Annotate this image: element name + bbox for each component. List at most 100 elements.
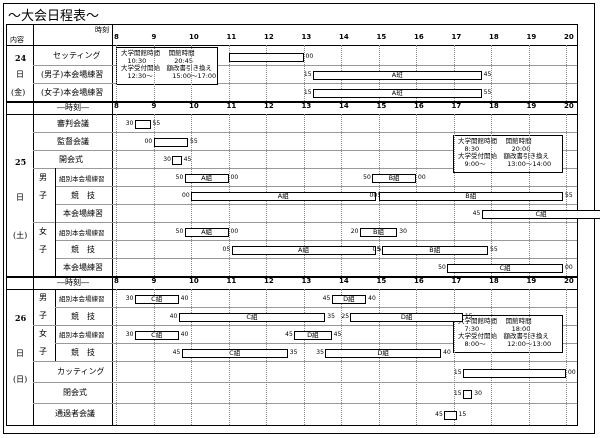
hour-gridline <box>453 289 455 425</box>
bar-start-time: 50 <box>175 174 184 181</box>
male-25: 男 <box>39 173 47 182</box>
hour-label-12: 12 <box>264 277 274 285</box>
note-day24: 大学開館時間 開館時間 10:30 20:45 大学受付開始 額改書引き換え 1… <box>116 47 218 85</box>
bar-end-time: 45 <box>483 71 492 78</box>
hour-label-19: 19 <box>526 102 537 110</box>
hour-label-13: 13 <box>301 33 312 41</box>
day24-number: 24 <box>15 53 27 63</box>
schedule-bar: A組 <box>191 192 376 201</box>
hour-label-9: 9 <box>151 102 157 110</box>
schedule-bar: C組 <box>178 313 326 322</box>
bar-start-time: 05 <box>372 246 381 253</box>
row26-passers: 通過者会議 <box>55 409 95 418</box>
hour-label-14: 14 <box>339 33 349 41</box>
bar-start-time: 30 <box>125 331 134 338</box>
bar-end-time: 00 <box>230 174 239 181</box>
hour-label-10: 10 <box>189 33 199 41</box>
hour-gridline <box>191 45 192 101</box>
hour-gridline <box>566 114 567 276</box>
hour-gridline <box>228 45 230 101</box>
bar-start-time: 45 <box>435 411 443 418</box>
hour-label-15: 15 <box>376 102 387 110</box>
bar-end-time: 00 <box>305 53 314 60</box>
hour-label-11: 11 <box>226 102 237 110</box>
hour-gridline <box>116 289 117 425</box>
hour-gridline <box>528 45 530 101</box>
bar-start-time: 50 <box>438 264 446 271</box>
schedule-bar: C組 <box>134 331 179 340</box>
bar-end-time: 35 <box>289 349 298 356</box>
hour-label-11: 11 <box>226 277 237 285</box>
child-25b: 子 <box>39 245 47 254</box>
row25-m-venue: 本会場練習 <box>63 209 103 218</box>
hour-label-14: 14 <box>339 102 349 110</box>
bar-start-time: 45 <box>472 210 481 217</box>
schedule-bar: A組 <box>184 228 229 237</box>
child-26a: 子 <box>39 311 47 320</box>
schedule-bar: C組 <box>181 349 288 358</box>
schedule-bar: A組 <box>231 246 376 255</box>
hour-gridline <box>566 45 567 101</box>
bar-start-time: 45 <box>285 331 293 338</box>
hour-label-20: 20 <box>564 102 574 110</box>
bar-end-time: 00 <box>230 228 239 235</box>
hour-label-9: 9 <box>151 33 157 41</box>
hour-gridline <box>153 114 155 276</box>
schedule-bar: D組 <box>331 295 367 304</box>
hour-label-8: 8 <box>114 277 119 285</box>
schedule-bar <box>228 53 304 62</box>
hour-label-11: 11 <box>226 33 237 41</box>
hour-label-12: 12 <box>264 33 274 41</box>
bar-end-time: 55 <box>152 120 161 127</box>
bar-end-time: 30 <box>474 390 482 397</box>
schedule-grid: 時刻 内容 24 日 (金) セッティング (男子)本会場練習 (女子)本会場練… <box>6 24 600 426</box>
bar-start-time: 25 <box>341 313 350 320</box>
bar-end-time: 55 <box>190 138 198 145</box>
bar-start-time: 30 <box>163 156 171 163</box>
bar-start-time: 15 <box>303 89 312 96</box>
bar-start-time: 35 <box>316 349 324 356</box>
row24-men: (男子)本会場練習 <box>41 70 104 79</box>
hour-gridline <box>491 45 492 101</box>
row24-setting: セッティング <box>53 51 101 60</box>
schedule-bar: B組 <box>378 192 563 201</box>
bar-end-time: 45 <box>183 156 192 163</box>
hour-label-20: 20 <box>564 33 574 41</box>
day25-char: 日 <box>16 193 24 202</box>
bar-end-time: 40 <box>180 331 189 338</box>
row25-opening: 開会式 <box>59 155 83 164</box>
hour-label-10: 10 <box>189 277 199 285</box>
schedule-bar <box>444 411 457 420</box>
child-25a: 子 <box>39 191 47 200</box>
bar-start-time: 20 <box>350 228 359 235</box>
bar-end-time: 55 <box>490 246 498 253</box>
schedule-bar: D組 <box>294 331 332 340</box>
row24-women: (女子)本会場練習 <box>41 88 104 97</box>
hour-label-10: 10 <box>189 102 199 110</box>
row25-f-venue: 本会場練習 <box>63 263 103 272</box>
row25-m-group: 組別本会場練習 <box>59 175 105 183</box>
hour-label-15: 15 <box>376 277 387 285</box>
schedule-bar: D組 <box>350 313 463 322</box>
row26-m-group: 組別本会場練習 <box>59 295 105 303</box>
note-day25: 大学開館時間 開館時間 8:30 20:00 大学受付開始 額改書引き換え 9:… <box>453 135 563 173</box>
schedule-bar: C組 <box>481 210 600 219</box>
bar-start-time: 00 <box>144 138 153 145</box>
schedule-bar <box>462 369 566 378</box>
hour-label-14: 14 <box>339 277 349 285</box>
schedule-bar: D組 <box>325 349 442 358</box>
time-header: 時刻 <box>95 26 109 34</box>
hour-label-17: 17 <box>451 33 462 41</box>
hour-label-16: 16 <box>414 102 424 110</box>
schedule-bar <box>172 156 182 165</box>
hour-label-17: 17 <box>451 102 462 110</box>
hour-label-9: 9 <box>151 277 157 285</box>
hour-gridline <box>528 289 530 425</box>
bar-end-time: 00 <box>568 369 576 376</box>
bar-end-time: 15 <box>458 411 467 418</box>
hour-label-19: 19 <box>526 277 537 285</box>
hour-gridline <box>116 45 117 101</box>
bar-end-time: 40 <box>443 349 451 356</box>
bar-start-time: 00 <box>369 192 378 199</box>
bar-start-time: 15 <box>453 369 462 376</box>
